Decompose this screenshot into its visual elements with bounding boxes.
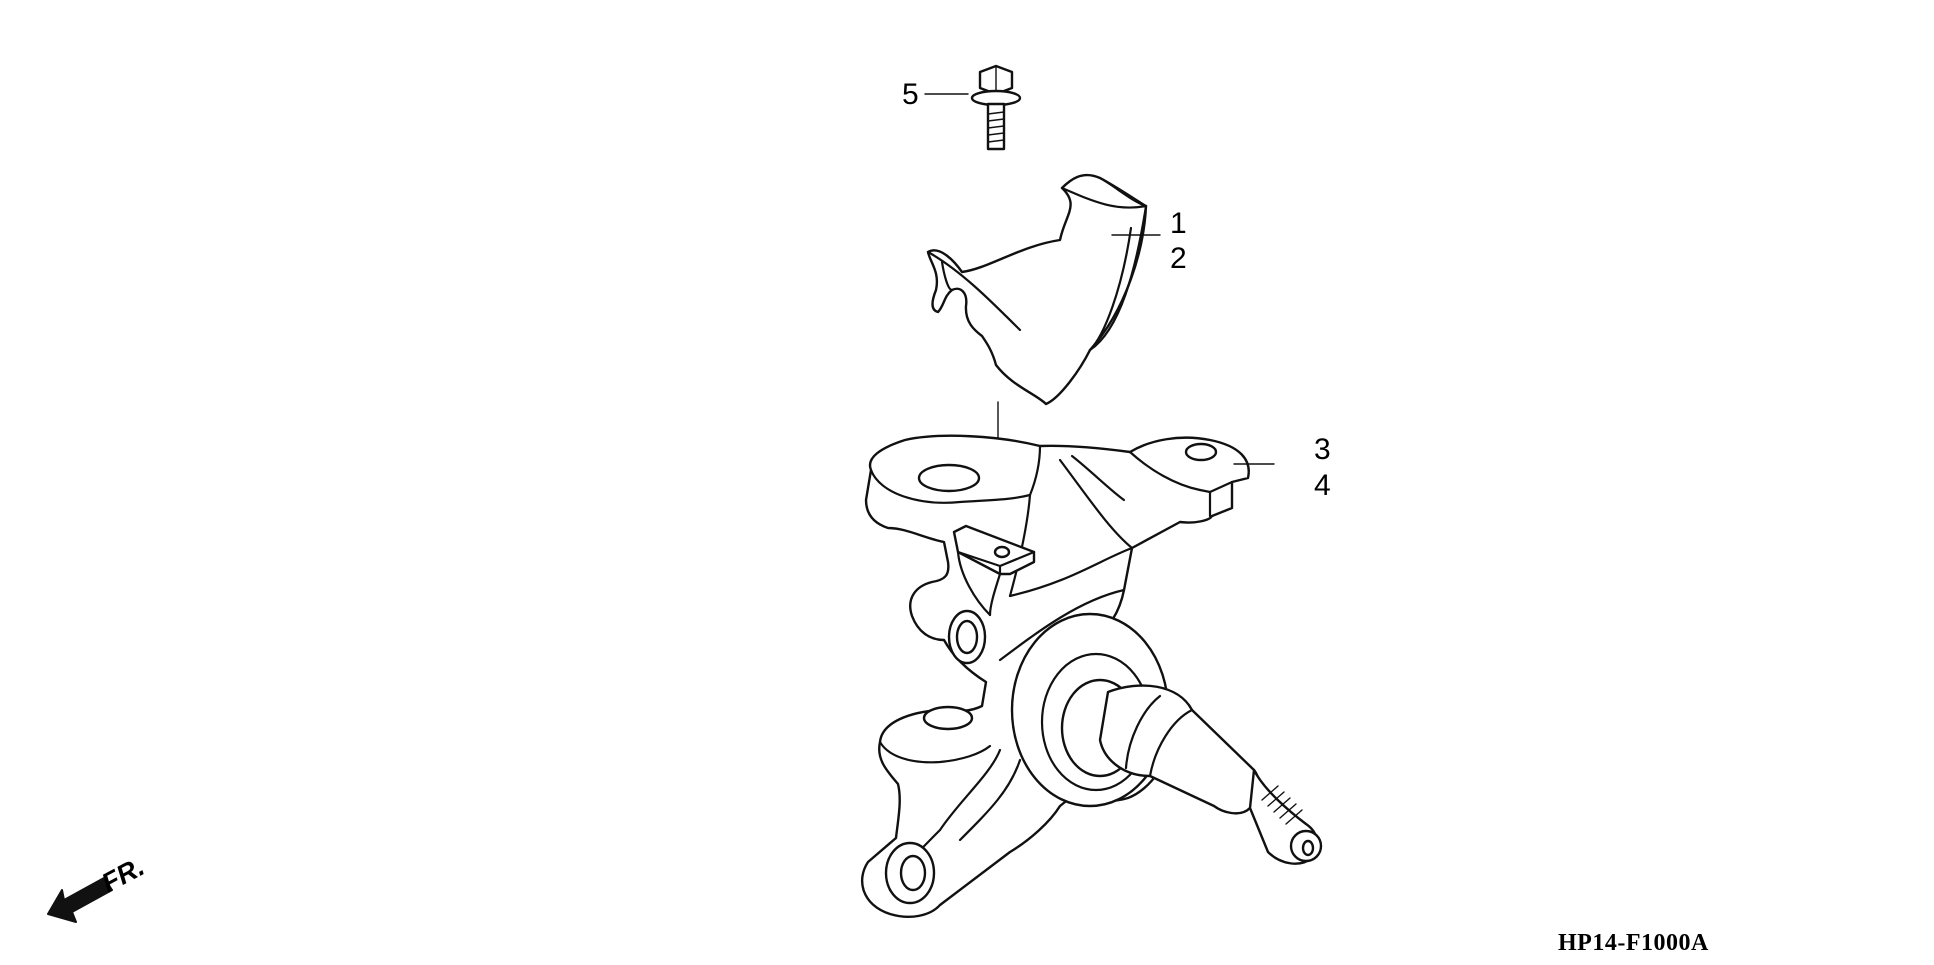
steering-knuckle-part: [860, 434, 1323, 918]
front-arrow-icon: [47, 877, 113, 923]
diagram-code: HP14-F1000A: [1558, 930, 1709, 956]
flange-bolt-part: [970, 64, 1022, 151]
callout-3: 3: [1314, 433, 1331, 466]
callout-5: 5: [902, 78, 919, 111]
callout-1: 1: [1170, 207, 1187, 240]
callout-4: 4: [1314, 469, 1331, 502]
callout-2: 2: [1170, 242, 1187, 275]
knuckle-guard-part: [926, 173, 1148, 406]
